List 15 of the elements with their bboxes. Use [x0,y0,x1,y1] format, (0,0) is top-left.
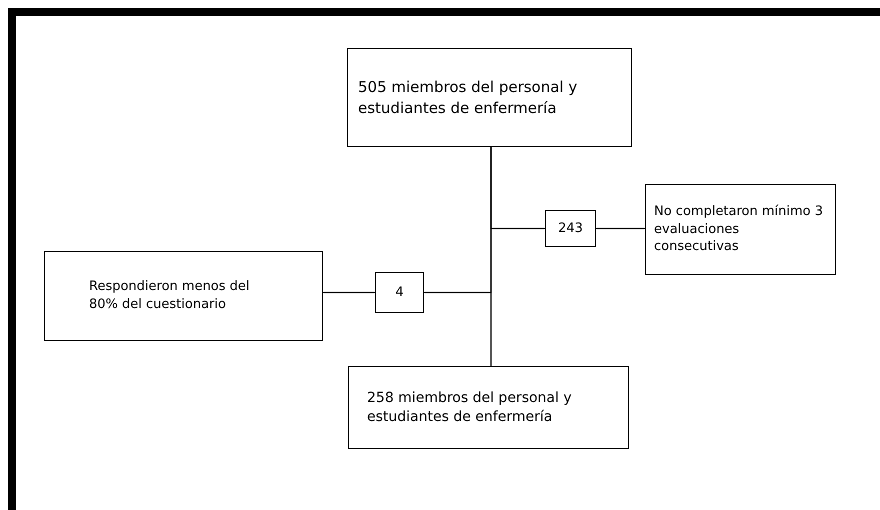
connector-line [323,292,375,294]
box-text: 4 [395,284,404,302]
box-text: 243 [558,220,583,238]
process-box [347,48,632,147]
box-text: 505 miembros del personal y estudiantes de enfermería [358,77,578,118]
connector-line [424,147,492,294]
process-box [645,184,836,275]
box-text: 258 miembros del personal y estudiantes de enfermería [367,388,573,426]
box-text: No completaron mínimo 3 evaluaciones consecutivas [654,203,824,256]
process-box [545,210,596,247]
process-box [375,272,424,313]
connector-line [596,228,645,230]
process-box [348,366,629,449]
process-box [44,251,323,341]
box-text: Respondieron menos del 80% del cuestionario [89,278,251,314]
